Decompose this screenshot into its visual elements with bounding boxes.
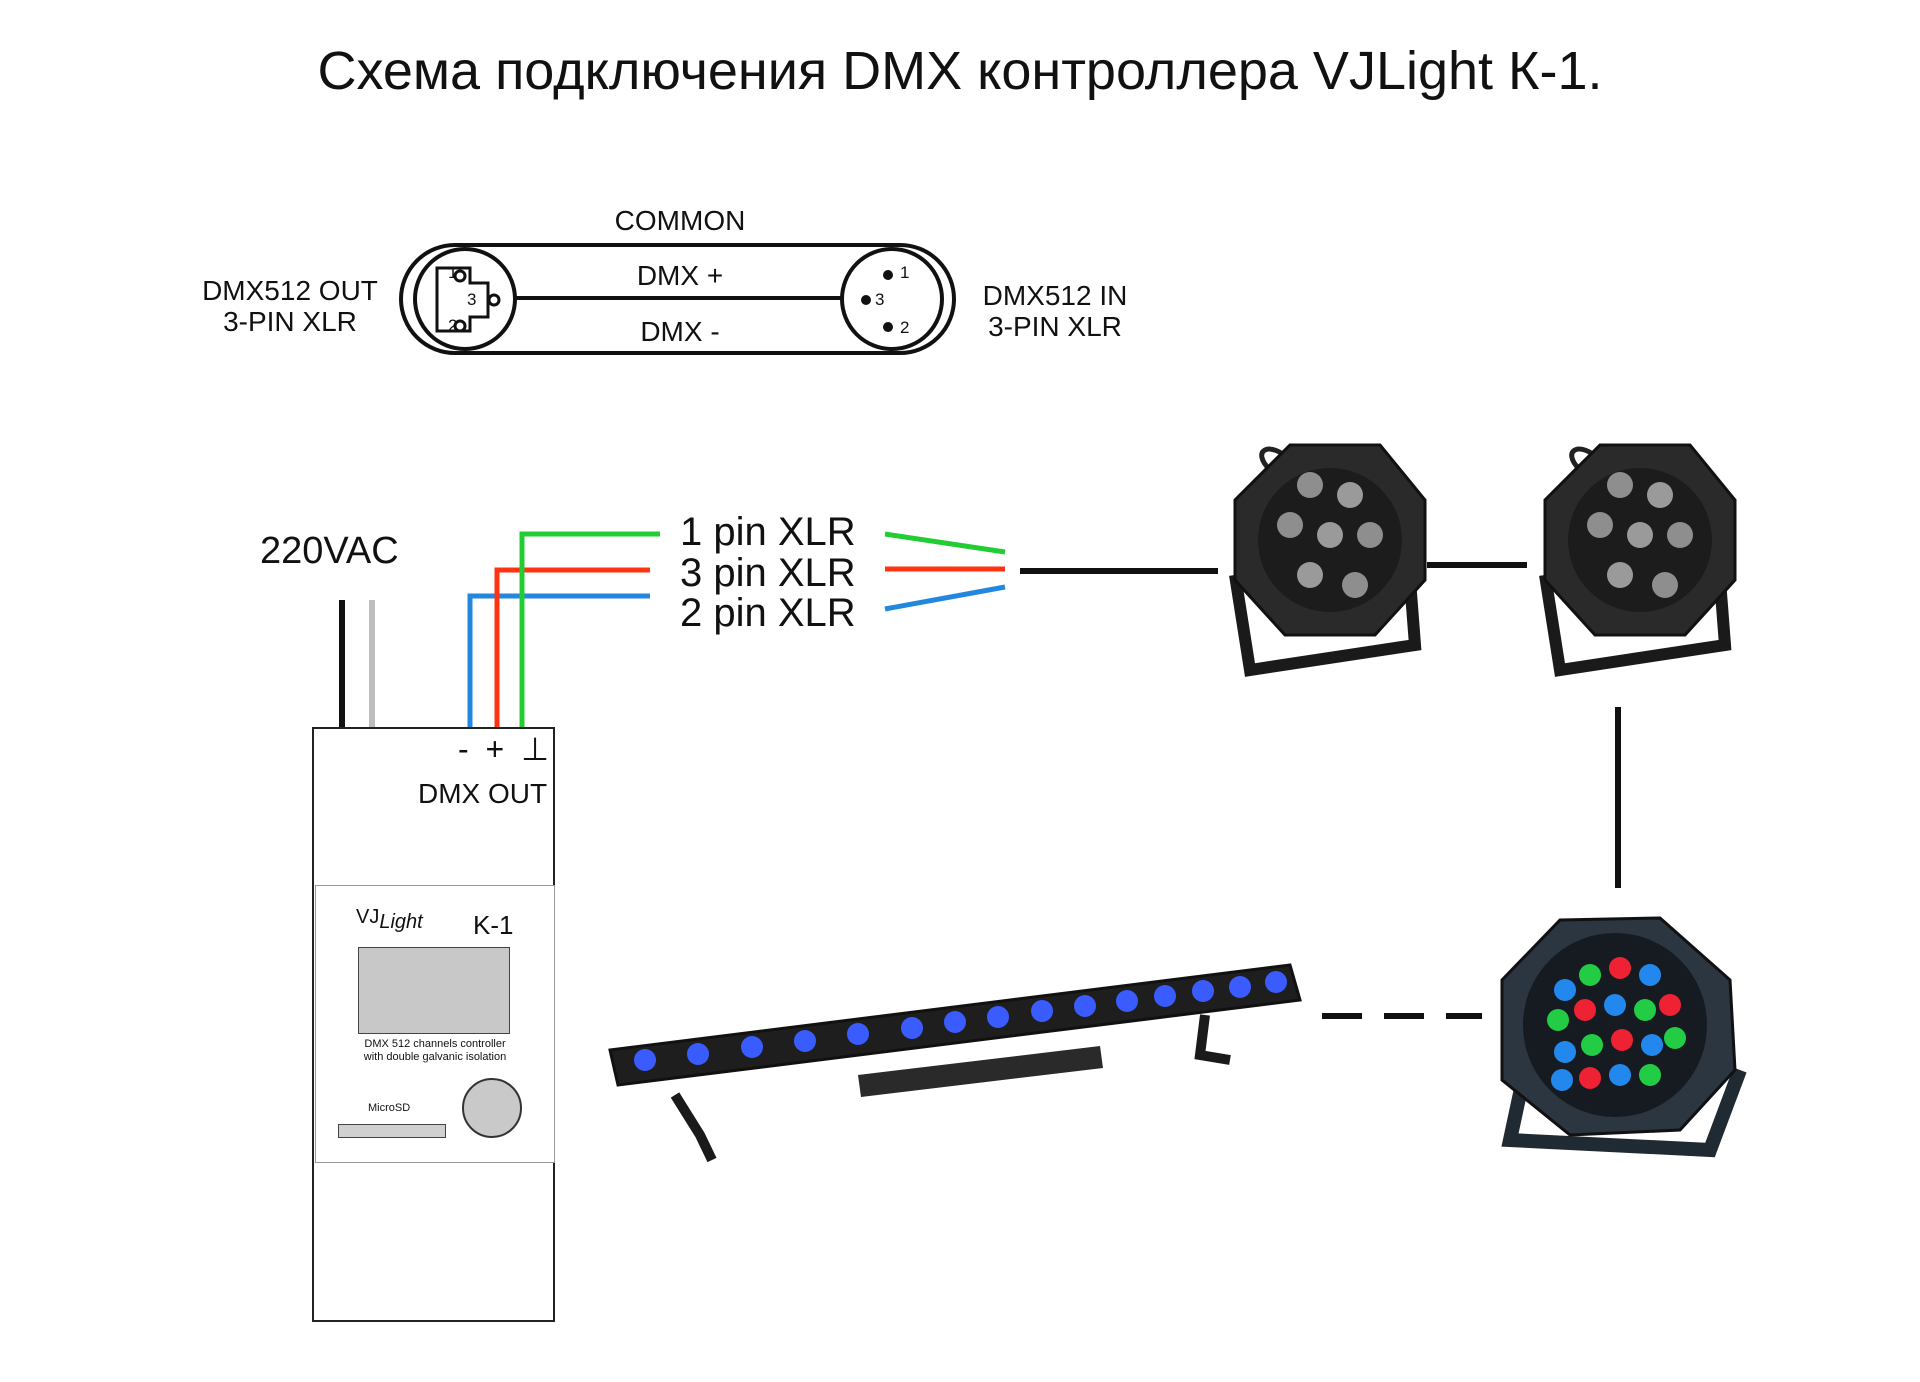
microsd-slot (338, 1124, 446, 1138)
wire-pin1-green-out (884, 531, 1006, 555)
brand-logo: VJLight (356, 906, 423, 934)
xlr-cable-outline (399, 243, 956, 355)
pin2-label: 2 pin XLR (680, 591, 856, 635)
pin3-label: 3 pin XLR (680, 551, 856, 595)
wire-pin2-blue-out (884, 584, 1006, 612)
xlr-in-line1: DMX512 IN (982, 280, 1128, 311)
controller-description: DMX 512 channels controller with double … (320, 1038, 550, 1064)
xlr-out-line1: DMX512 OUT (202, 275, 378, 306)
led-bar (608, 963, 1302, 1163)
xlr-in-pin1: 1 (900, 263, 910, 282)
rgb-par-light (1500, 916, 1747, 1158)
page-title: Схема подключения DMX контроллера VJLigh… (317, 41, 1603, 101)
brand-light: Light (379, 911, 423, 933)
xlr-common-label: COMMON (614, 205, 746, 236)
xlr-in-pin3: 3 (875, 290, 885, 309)
brand-vj: VJ (356, 906, 380, 928)
par-light-2 (1539, 443, 1737, 677)
controller-screen (358, 947, 510, 1034)
par-light-1 (1229, 443, 1427, 677)
control-knob (462, 1078, 522, 1138)
xlr-out-connector (413, 247, 517, 351)
xlr-out-pin3: 3 (467, 290, 477, 309)
xlr-in-label: DMX512 IN 3-PIN XLR (960, 280, 1150, 342)
model-label: K-1 (473, 910, 514, 940)
dmx-terminals: - + ⊥ (458, 731, 553, 767)
dmx-out-label: DMX OUT (418, 778, 548, 809)
xlr-cable (399, 243, 956, 355)
xlr-in-pin2: 2 (900, 318, 910, 337)
wire-pin1-green (519, 531, 660, 728)
xlr-out-label: DMX512 OUT 3-PIN XLR (180, 275, 400, 337)
xlr-out-pin1: 1 (448, 263, 458, 282)
xlr-in-connector (840, 247, 944, 351)
xlr-out-line2: 3-PIN XLR (223, 306, 357, 337)
wire-pin2-blue (467, 593, 650, 728)
xlr-out-pin2: 2 (448, 316, 458, 335)
power-label: 220VAC (260, 530, 399, 572)
desc-line1: DMX 512 channels controller (364, 1038, 506, 1050)
pin1-label: 1 pin XLR (680, 510, 856, 554)
xlr-dmx-minus-label: DMX - (640, 316, 720, 347)
xlr-dmx-plus-label: DMX + (636, 260, 724, 291)
wire-pin3-red (494, 567, 650, 728)
desc-line2: with double galvanic isolation (363, 1051, 507, 1063)
xlr-in-line2: 3-PIN XLR (988, 311, 1122, 342)
microsd-label: MicroSD (368, 1102, 411, 1114)
